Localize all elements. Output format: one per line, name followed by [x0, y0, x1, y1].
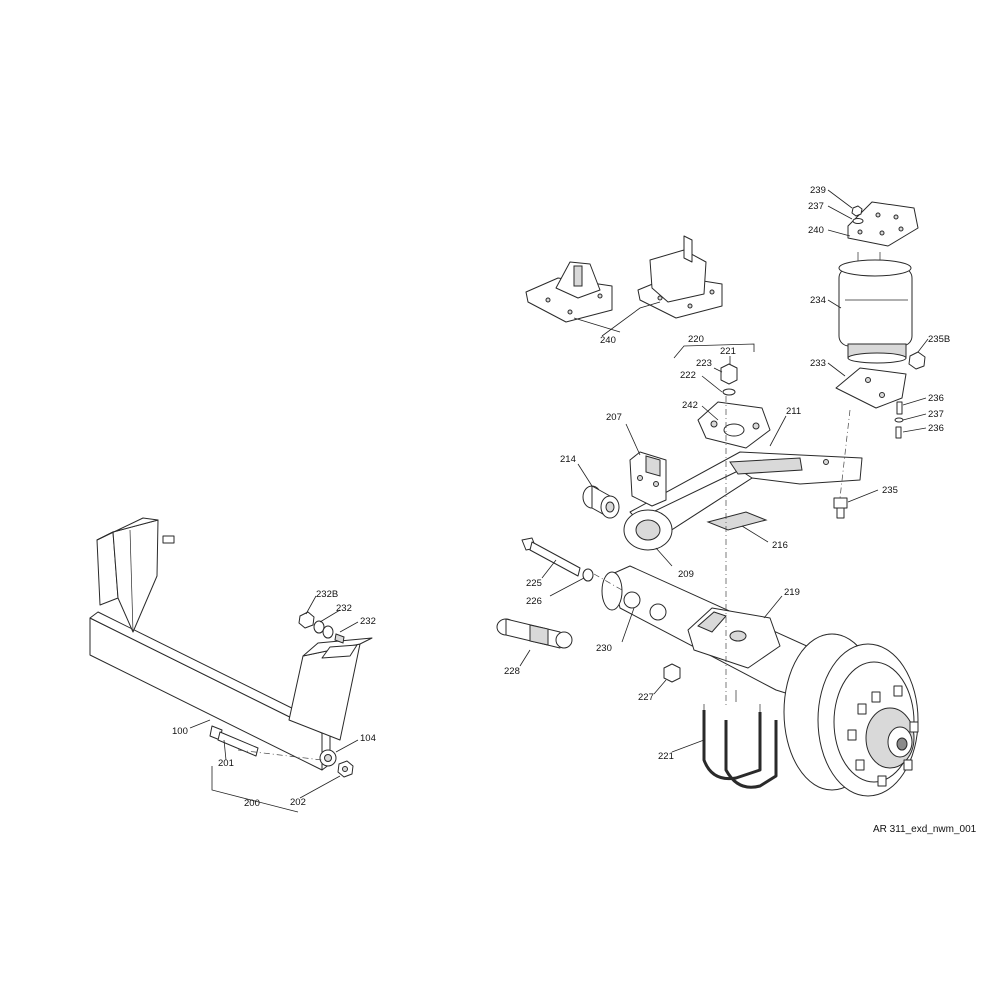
hardware-232 — [298, 611, 345, 644]
callout-239: 239 — [810, 185, 826, 196]
callout-211: 211 — [786, 406, 801, 417]
spring-hanger-bracket-right — [637, 235, 723, 319]
callout-202: 202 — [290, 797, 306, 808]
axle-beam-assembly — [89, 517, 373, 771]
callout-235b: 235B — [928, 334, 950, 345]
callout-236: 236 — [928, 393, 944, 404]
callout-labels: 239 237 240 234 235B 233 236 237 236 220… — [172, 185, 950, 809]
callout-227: 227 — [638, 692, 654, 703]
bolts-236-237 — [894, 401, 904, 439]
callout-237: 237 — [808, 201, 824, 212]
callout-207: 207 — [606, 412, 622, 423]
nut-235b — [908, 351, 926, 370]
callout-226: 226 — [526, 596, 542, 607]
callout-240: 240 — [808, 225, 824, 236]
callout-222: 222 — [680, 370, 696, 381]
pivot-bolt-225 — [521, 537, 594, 582]
nut-202 — [337, 760, 354, 778]
callout-216: 216 — [772, 540, 788, 551]
callout-242: 242 — [682, 400, 698, 411]
callout-235: 235 — [882, 485, 898, 496]
callout-232: 232 — [336, 603, 352, 614]
callout-225: 225 — [526, 578, 542, 589]
assembly-axes — [237, 396, 851, 761]
brake-drum-hub — [783, 633, 919, 797]
bolt-201 — [209, 725, 259, 757]
bushing-214 — [582, 485, 620, 519]
callout-219: 219 — [784, 587, 800, 598]
u-bolts-221 — [702, 690, 778, 789]
trailing-arm-211 — [623, 451, 863, 551]
nut-221-washer-222 — [720, 363, 738, 396]
bolt-235 — [833, 497, 848, 519]
callout-220: 220 — [688, 334, 704, 345]
callout-240-brackets: 240 — [600, 335, 616, 346]
callout-104: 104 — [360, 733, 376, 744]
callout-233: 233 — [810, 358, 826, 369]
callout-228: 228 — [504, 666, 520, 677]
air-spring-234 — [838, 252, 913, 364]
spring-hanger-bracket-left — [525, 261, 613, 323]
callout-200: 200 — [244, 798, 260, 809]
axle-seat-top-242 — [697, 401, 771, 449]
callout-201: 201 — [218, 758, 234, 769]
callout-209: 209 — [678, 569, 694, 580]
drawing-identifier: AR 311_exd_nwm_001 — [873, 824, 977, 835]
callout-230: 230 — [596, 643, 612, 654]
callout-223: 223 — [696, 358, 712, 369]
nut-227 — [663, 663, 681, 683]
axle-tube — [601, 565, 821, 701]
callout-234: 234 — [810, 295, 826, 306]
callout-236-lower: 236 — [928, 423, 944, 434]
callout-100: 100 — [172, 726, 188, 737]
shock-absorber-228 — [496, 618, 573, 649]
air-spring-top-plate-240 — [847, 201, 919, 247]
callout-214: 214 — [560, 454, 576, 465]
leader-lines — [189, 189, 929, 813]
callout-221-ubolt: 221 — [658, 751, 674, 762]
callout-232-lower: 232 — [360, 616, 376, 627]
callout-232b: 232B — [316, 589, 338, 600]
bracket-207 — [629, 451, 667, 507]
piston-plate-233 — [835, 367, 907, 409]
callout-237-lower: 237 — [928, 409, 944, 420]
callout-221: 221 — [720, 346, 736, 357]
shim-216 — [706, 511, 768, 531]
nut-washer-239-237 — [851, 205, 864, 224]
